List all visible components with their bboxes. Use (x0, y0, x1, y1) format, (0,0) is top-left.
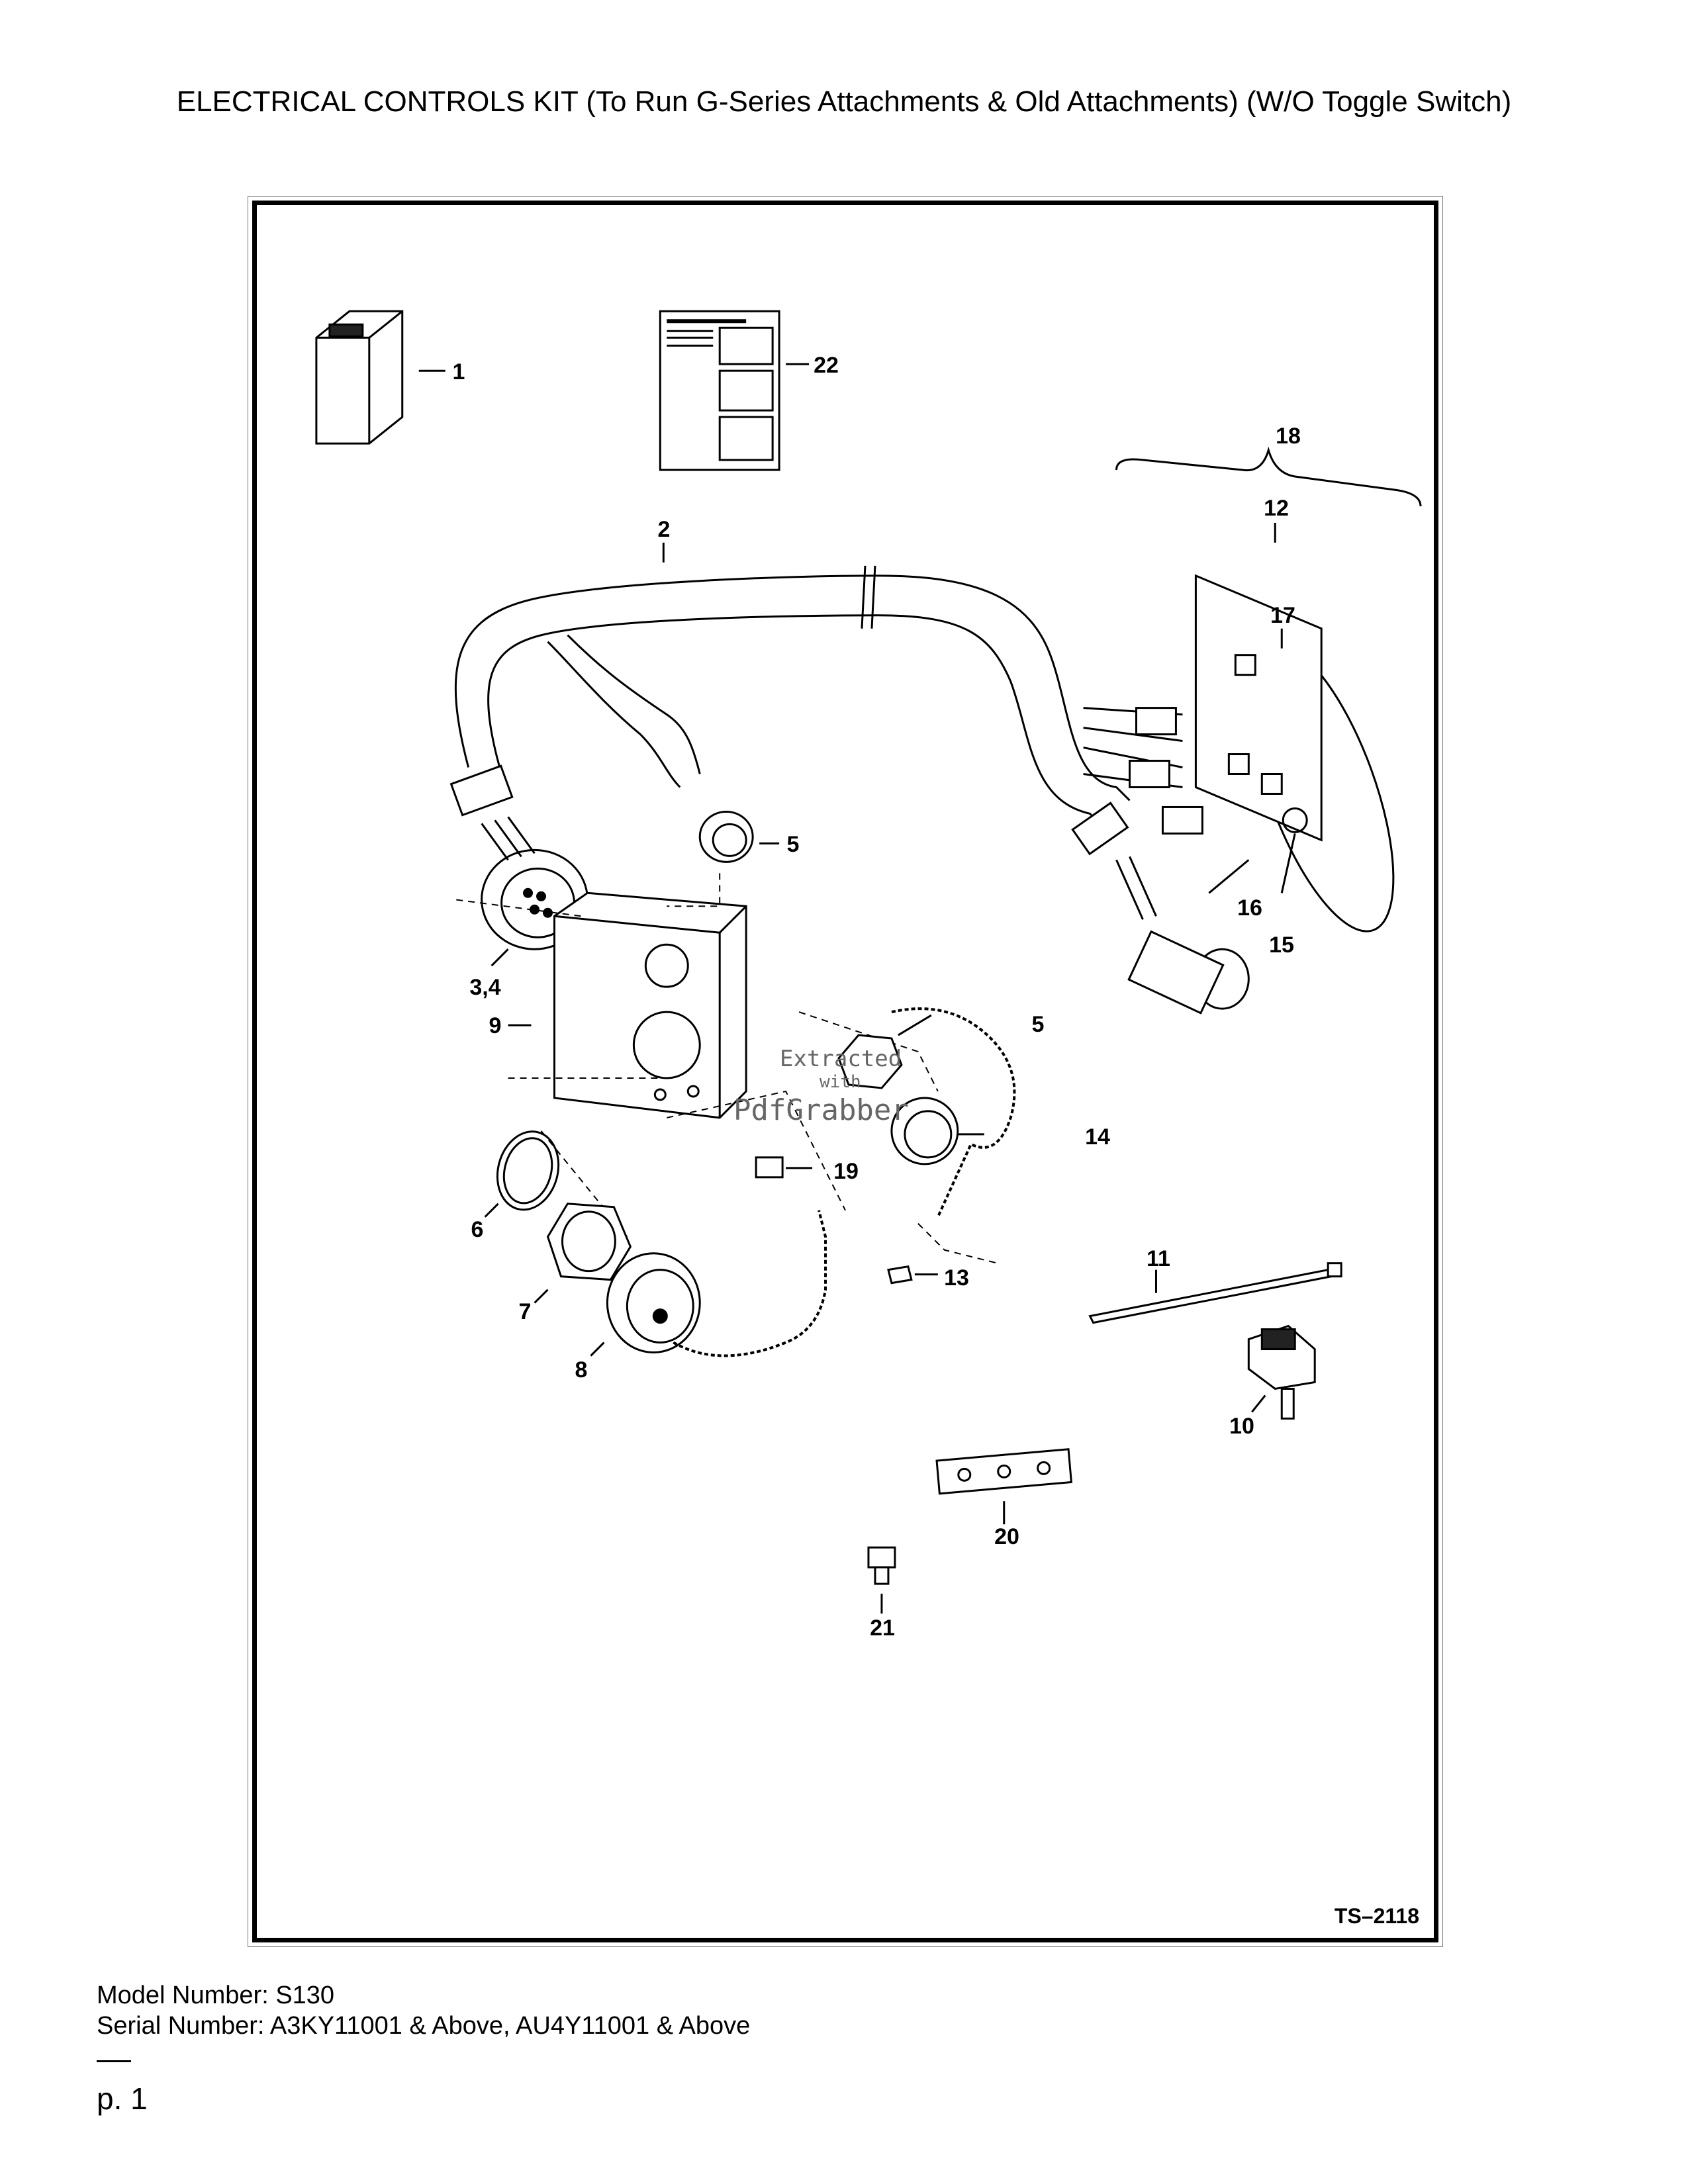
callout-22: 22 (814, 353, 839, 378)
serial-number: Serial Number: A3KY11001 & Above, AU4Y11… (97, 2012, 751, 2040)
part-8-cap (590, 1210, 827, 1357)
callout-8: 8 (575, 1357, 588, 1383)
callout-13: 13 (944, 1265, 969, 1291)
callout-5-lower: 5 (1031, 1012, 1045, 1037)
model-number: Model Number: S130 (97, 1981, 335, 2009)
part-5-connector-upper (698, 810, 780, 863)
callout-6: 6 (471, 1217, 484, 1242)
watermark-line-3: PdfGrabber (733, 1093, 909, 1127)
callout-2: 2 (657, 517, 671, 542)
callout-9: 9 (489, 1013, 502, 1038)
exploded-view-illustration (315, 310, 1422, 1614)
page-number-rule (97, 2060, 131, 2062)
diagram-border: 1 22 18 12 2 17 5 16 15 3,4 9 5 14 19 6 … (252, 201, 1438, 1942)
callout-18: 18 (1276, 424, 1301, 449)
part-9-housing (508, 891, 747, 1119)
drawing-id: TS–2118 (1334, 1904, 1419, 1928)
part-12-17-plate (1083, 574, 1395, 933)
callout-19: 19 (833, 1159, 859, 1184)
callout-7: 7 (518, 1299, 532, 1324)
watermark-line-1: Extracted (780, 1046, 902, 1072)
callout-10: 10 (1229, 1414, 1254, 1439)
callout-11: 11 (1147, 1246, 1170, 1271)
part-22-manual (659, 310, 810, 471)
page-title: ELECTRICAL CONTROLS KIT (To Run G-Series… (176, 85, 1512, 118)
callout-15: 15 (1269, 933, 1294, 958)
callout-16: 16 (1237, 895, 1262, 921)
callout-21: 21 (870, 1615, 895, 1641)
callout-14: 14 (1085, 1124, 1110, 1150)
part-1-box (315, 310, 445, 445)
callout-12: 12 (1264, 496, 1289, 521)
callout-3-4: 3,4 (469, 975, 501, 1000)
watermark-line-2: with (820, 1072, 861, 1092)
part-10-knob (1247, 1324, 1316, 1420)
callout-17: 17 (1270, 603, 1295, 628)
page-number: p. 1 (97, 2081, 148, 2116)
callout-20: 20 (994, 1524, 1019, 1549)
parts-diagram: 1 22 18 12 2 17 5 16 15 3,4 9 5 14 19 6 … (248, 196, 1443, 1947)
callout-5-upper: 5 (786, 832, 800, 857)
callout-1: 1 (452, 359, 465, 385)
